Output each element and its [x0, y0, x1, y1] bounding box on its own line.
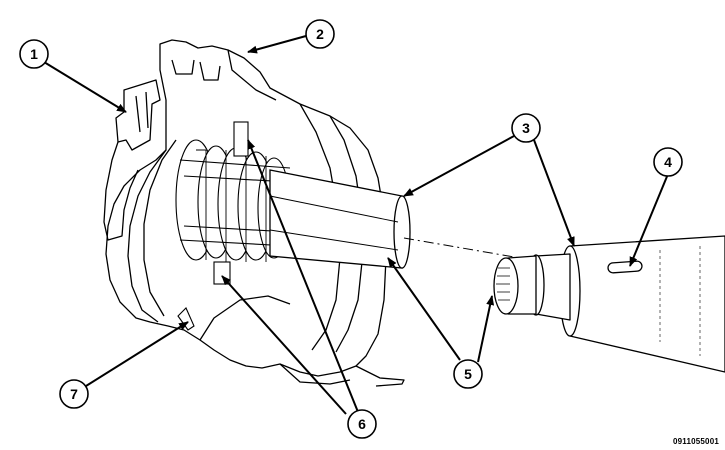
housing-foot — [279, 363, 405, 387]
callout-7: 7 — [59, 379, 89, 409]
end-bracket — [103, 79, 161, 241]
callout-1: 1 — [19, 39, 49, 69]
flange-face — [127, 149, 167, 323]
leader-4 — [629, 173, 669, 267]
callout-4: 4 — [653, 147, 683, 177]
housing-bottom-cut — [199, 295, 291, 341]
leader-5a — [387, 257, 461, 361]
leader-7 — [85, 321, 189, 387]
snap-ring-upper — [233, 121, 249, 157]
callout-5: 5 — [453, 359, 483, 389]
housing-top-step — [227, 49, 277, 101]
sleeve-tube — [269, 169, 411, 269]
centerline — [403, 237, 521, 259]
callout-7-number: 7 — [70, 386, 78, 402]
splined-end — [493, 257, 519, 315]
key-slot — [607, 260, 643, 274]
callout-2: 2 — [305, 19, 335, 49]
callout-bubbles: 1 2 3 4 5 6 7 — [19, 19, 683, 439]
leader-3a — [403, 135, 515, 197]
callout-5-number: 5 — [464, 366, 472, 382]
callout-6-number: 6 — [358, 416, 366, 432]
leader-3b — [533, 139, 575, 247]
callout-2-number: 2 — [316, 26, 324, 42]
leader-1 — [43, 61, 127, 113]
callout-leaders — [43, 35, 669, 415]
leader-2 — [247, 35, 307, 54]
callout-6: 6 — [347, 409, 377, 439]
output-shaft — [493, 235, 725, 373]
leader-6a — [247, 139, 359, 413]
callout-3-number: 3 — [522, 120, 530, 136]
flange-lip — [143, 139, 177, 317]
callout-1-number: 1 — [30, 46, 38, 62]
snap-ring-lower — [213, 261, 231, 285]
leader-6b — [221, 275, 347, 415]
callout-3: 3 — [511, 113, 541, 143]
callout-4-number: 4 — [664, 154, 672, 170]
figure-id-code: 0911055001 — [672, 437, 719, 446]
housing-top-notch — [171, 59, 221, 81]
leader-5b — [477, 295, 495, 363]
